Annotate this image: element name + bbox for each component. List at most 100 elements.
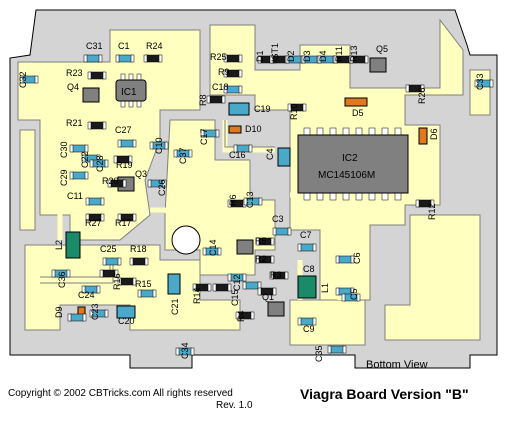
component-label-r18: R18 xyxy=(130,244,147,254)
component-label-q1: Q1 xyxy=(262,292,274,302)
ic2-part-number: MC145106M xyxy=(318,170,375,181)
resistor-pad-51 xyxy=(192,283,212,292)
component-label-l1: L1 xyxy=(320,283,330,293)
view-label: Bottom View xyxy=(366,359,428,371)
component-label-c15: C15 xyxy=(230,289,240,306)
component-label-c12: C12 xyxy=(232,274,242,291)
component-label-r5: R5 xyxy=(255,236,267,246)
capacitor-pad-0 xyxy=(83,54,103,63)
component-label-d1: D1 xyxy=(255,50,265,62)
component-label-c37: C37 xyxy=(178,147,188,164)
component-label-c31: C31 xyxy=(86,41,103,51)
capacitor-pad-28 xyxy=(173,149,193,158)
ic2-package: IC2 MC145106M xyxy=(297,127,409,201)
mounting-hole xyxy=(171,225,201,255)
resistor-pad-33 xyxy=(85,213,105,222)
component-label-r19: R19 xyxy=(116,160,133,170)
component-label-d9: D9 xyxy=(54,306,64,318)
tantalum-capacitors xyxy=(116,102,291,319)
capacitor-pad-11 xyxy=(200,129,220,138)
component-label-q5: Q5 xyxy=(376,44,388,54)
ic1-label: IC1 xyxy=(121,87,137,98)
component-label-r3: R3 xyxy=(270,270,282,280)
inductor-l1 xyxy=(297,275,317,299)
resistor-pad-34 xyxy=(117,213,137,222)
capacitor-pad-5 xyxy=(19,75,39,84)
component-label-r10: R10 xyxy=(289,103,299,120)
capacitor-pad-27 xyxy=(149,141,169,150)
resistor-pad-30 xyxy=(107,179,127,188)
capacitor-pad-60 xyxy=(327,345,347,354)
component-label-r17: R17 xyxy=(115,218,132,228)
ic2-pin xyxy=(342,192,350,201)
component-label-r20: R20 xyxy=(102,176,119,186)
smd-passives xyxy=(19,54,494,356)
component-label-c23: C23 xyxy=(90,303,100,320)
resistor-pad-44 xyxy=(255,255,275,264)
component-label-c22: C22 xyxy=(80,151,90,168)
component-label-r26: R26 xyxy=(417,87,427,104)
resistor-pad-57 xyxy=(235,311,255,320)
capacitor-pad-52 xyxy=(227,273,247,282)
ic2-pin xyxy=(303,127,311,136)
component-label-c5: C5 xyxy=(349,288,359,300)
resistor-pad-48 xyxy=(99,269,119,278)
capacitor-pad-36 xyxy=(243,197,263,206)
component-label-c34: C34 xyxy=(180,342,190,359)
capacitor-pad-23 xyxy=(69,144,89,153)
component-label-r9: R9 xyxy=(218,67,230,77)
component-label-r23: R23 xyxy=(66,68,83,78)
component-label-l2: L2 xyxy=(54,240,64,250)
component-label-r15: R15 xyxy=(135,279,152,289)
capacitor-pad-21 xyxy=(474,79,494,88)
resistor-pad-43 xyxy=(255,237,275,246)
resistor-pad-19 xyxy=(287,103,307,112)
resistor-pad-4 xyxy=(87,121,107,130)
component-label-r24: R24 xyxy=(146,41,163,51)
resistor-pad-7 xyxy=(223,69,243,78)
inductor-l2 xyxy=(65,231,81,259)
resistor-pad-18 xyxy=(349,55,369,64)
component-label-c29: C29 xyxy=(59,169,69,186)
capacitor-pad-8 xyxy=(223,85,243,94)
component-label-d4: D4 xyxy=(318,50,328,62)
ic2-pin xyxy=(355,127,363,136)
component-label-c3: C3 xyxy=(272,214,284,224)
resistor-pad-26 xyxy=(113,155,133,164)
component-label-c14: C14 xyxy=(208,239,218,256)
resistor-pad-41 xyxy=(129,257,149,266)
component-label-d3: D3 xyxy=(302,50,312,62)
capacitor-pad-55 xyxy=(67,313,87,322)
component-label-q4: Q4 xyxy=(67,82,79,92)
capacitor-pad-59 xyxy=(175,347,195,356)
capacitor-pad-38 xyxy=(272,227,292,236)
ic1-package: IC1 xyxy=(115,73,147,108)
diodes xyxy=(77,97,428,320)
component-label-c13: C13 xyxy=(245,191,255,208)
component-label-c19: C19 xyxy=(254,104,271,114)
component-label-c16: C16 xyxy=(229,150,246,160)
component-label-c27: C27 xyxy=(115,125,132,135)
component-label-c18: C18 xyxy=(212,82,229,92)
capacitor-pad-1 xyxy=(115,54,135,63)
component-label-c6: C6 xyxy=(352,252,362,264)
capacitor-pad-64 xyxy=(137,289,157,298)
component-label-r21: R21 xyxy=(66,118,83,128)
board-title: Viagra Board Version "B" xyxy=(300,386,469,402)
ic2-pin xyxy=(316,192,324,201)
resistor-pad-63 xyxy=(212,283,232,292)
component-label-d2: D2 xyxy=(286,50,296,62)
component-label-r2: R2 xyxy=(255,254,267,264)
resistor-pad-3 xyxy=(87,71,107,80)
component-label-c32: C32 xyxy=(18,71,28,88)
component-label-c1: C1 xyxy=(118,41,130,51)
resistor-pad-62 xyxy=(257,287,277,296)
capacitor-pad-22 xyxy=(117,139,137,148)
revision-label: Rev. 1.0 xyxy=(216,400,253,411)
component-label-c26: C26 xyxy=(157,179,167,196)
component-label-q3: Q3 xyxy=(135,169,147,179)
component-label-r6: R6 xyxy=(228,194,238,206)
component-label-c36: C36 xyxy=(57,271,67,288)
component-label-c28: C28 xyxy=(95,155,105,172)
ic2-pin xyxy=(381,127,389,136)
